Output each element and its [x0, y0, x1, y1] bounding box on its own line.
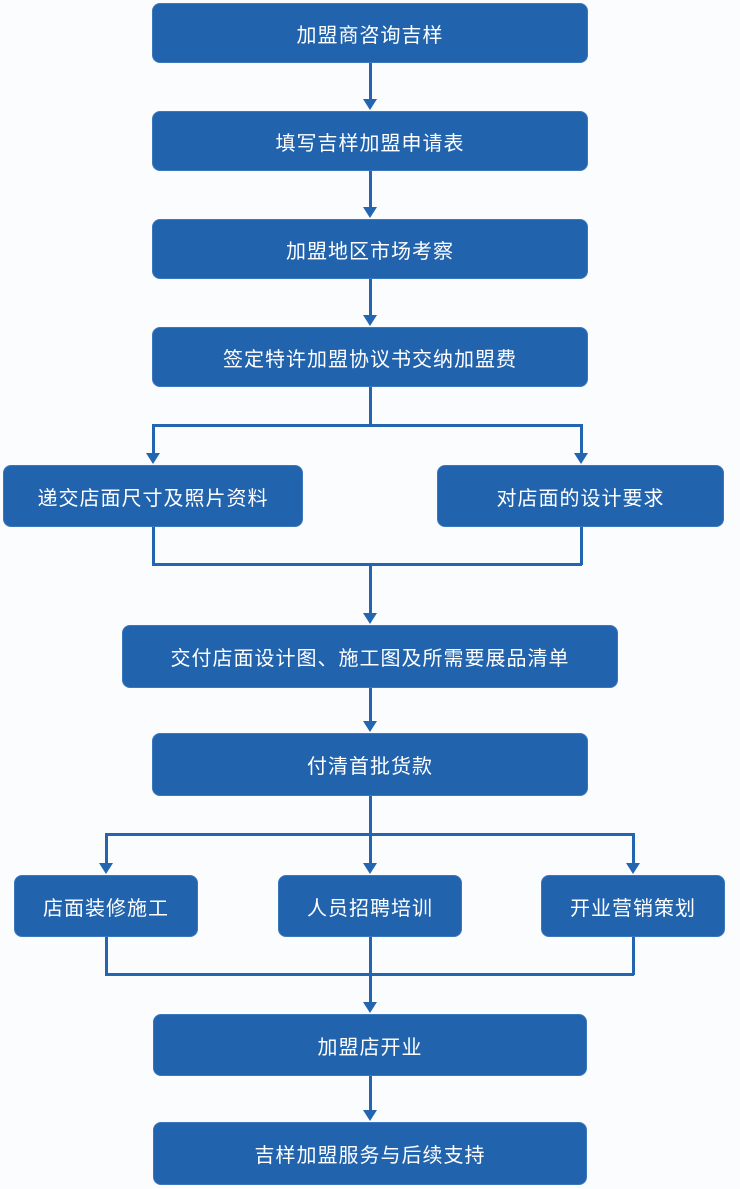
arrowhead-down-icon	[363, 1002, 377, 1013]
flow-node-label: 加盟地区市场考察	[286, 240, 454, 263]
connector-split2-right	[632, 833, 635, 864]
flow-node-design-requirements: 对店面的设计要求	[437, 465, 724, 527]
connector-merge2-middle	[369, 936, 372, 975]
connector-split2-middle	[369, 833, 372, 864]
connector-split1-horizontal	[152, 424, 582, 427]
connector-split1-right	[580, 424, 583, 454]
arrowhead-down-icon	[363, 315, 377, 326]
connector-pay-split-stub	[369, 795, 372, 835]
connector-split1-left	[152, 424, 155, 454]
connector-opening-support	[369, 1075, 372, 1111]
arrowhead-down-icon	[626, 863, 640, 874]
arrowhead-down-icon	[363, 863, 377, 874]
arrowhead-down-icon	[574, 453, 588, 464]
connector-merge1-right	[580, 526, 583, 565]
flow-node-label: 加盟店开业	[317, 1036, 423, 1059]
flow-node-store-opening: 加盟店开业	[153, 1014, 587, 1076]
flow-node-pay-first-batch: 付清首批货款	[152, 733, 588, 796]
arrowhead-down-icon	[363, 721, 377, 732]
flow-node-label: 填写吉样加盟申请表	[275, 132, 465, 155]
flow-node-deliver-design: 交付店面设计图、施工图及所需要展品清单	[122, 625, 618, 688]
connector-merge2-right	[632, 936, 635, 975]
connector-survey-agreement	[369, 278, 372, 316]
arrowhead-down-icon	[363, 99, 377, 110]
flow-node-label: 加盟商咨询吉样	[296, 24, 444, 47]
connector-split2-left	[105, 833, 108, 864]
flow-node-label: 吉样加盟服务与后续支持	[254, 1145, 486, 1167]
arrowhead-down-icon	[363, 207, 377, 218]
flow-node-label: 付清首批货款	[307, 756, 433, 778]
flow-node-followup-support: 吉样加盟服务与后续支持	[153, 1122, 587, 1185]
flow-node-staff-recruitment: 人员招聘培训	[278, 875, 462, 937]
connector-consult-application	[369, 62, 372, 100]
connector-merge2-center	[369, 973, 372, 1003]
flow-node-consult: 加盟商咨询吉样	[152, 3, 588, 63]
flow-node-label: 人员招聘培训	[307, 897, 433, 920]
connector-merge1-center	[369, 563, 372, 614]
flow-node-label: 对店面的设计要求	[496, 487, 665, 510]
flow-node-label: 签定特许加盟协议书交纳加盟费	[223, 348, 517, 371]
connector-deliver-pay	[369, 687, 372, 722]
arrowhead-down-icon	[146, 453, 160, 464]
flow-node-opening-marketing: 开业营销策划	[541, 875, 725, 937]
flow-node-label: 店面装修施工	[43, 897, 169, 920]
flow-node-store-renovation: 店面装修施工	[14, 875, 198, 937]
connector-agreement-split-stub	[369, 386, 372, 426]
connector-application-survey	[369, 170, 372, 208]
flow-node-market-survey: 加盟地区市场考察	[152, 219, 588, 279]
flow-node-label: 交付店面设计图、施工图及所需要展品清单	[170, 648, 570, 670]
arrowhead-down-icon	[99, 863, 113, 874]
arrowhead-down-icon	[363, 1110, 377, 1121]
flow-node-sign-agreement: 签定特许加盟协议书交纳加盟费	[152, 327, 588, 387]
flow-node-application-form: 填写吉样加盟申请表	[152, 111, 588, 171]
flow-node-submit-store-info: 递交店面尺寸及照片资料	[3, 465, 303, 527]
connector-merge1-left	[152, 526, 155, 565]
flow-node-label: 开业营销策划	[570, 897, 696, 920]
connector-merge2-left	[105, 936, 108, 975]
flow-node-label: 递交店面尺寸及照片资料	[37, 487, 269, 510]
connector-merge1-horizontal	[152, 563, 582, 566]
arrowhead-down-icon	[363, 613, 377, 624]
